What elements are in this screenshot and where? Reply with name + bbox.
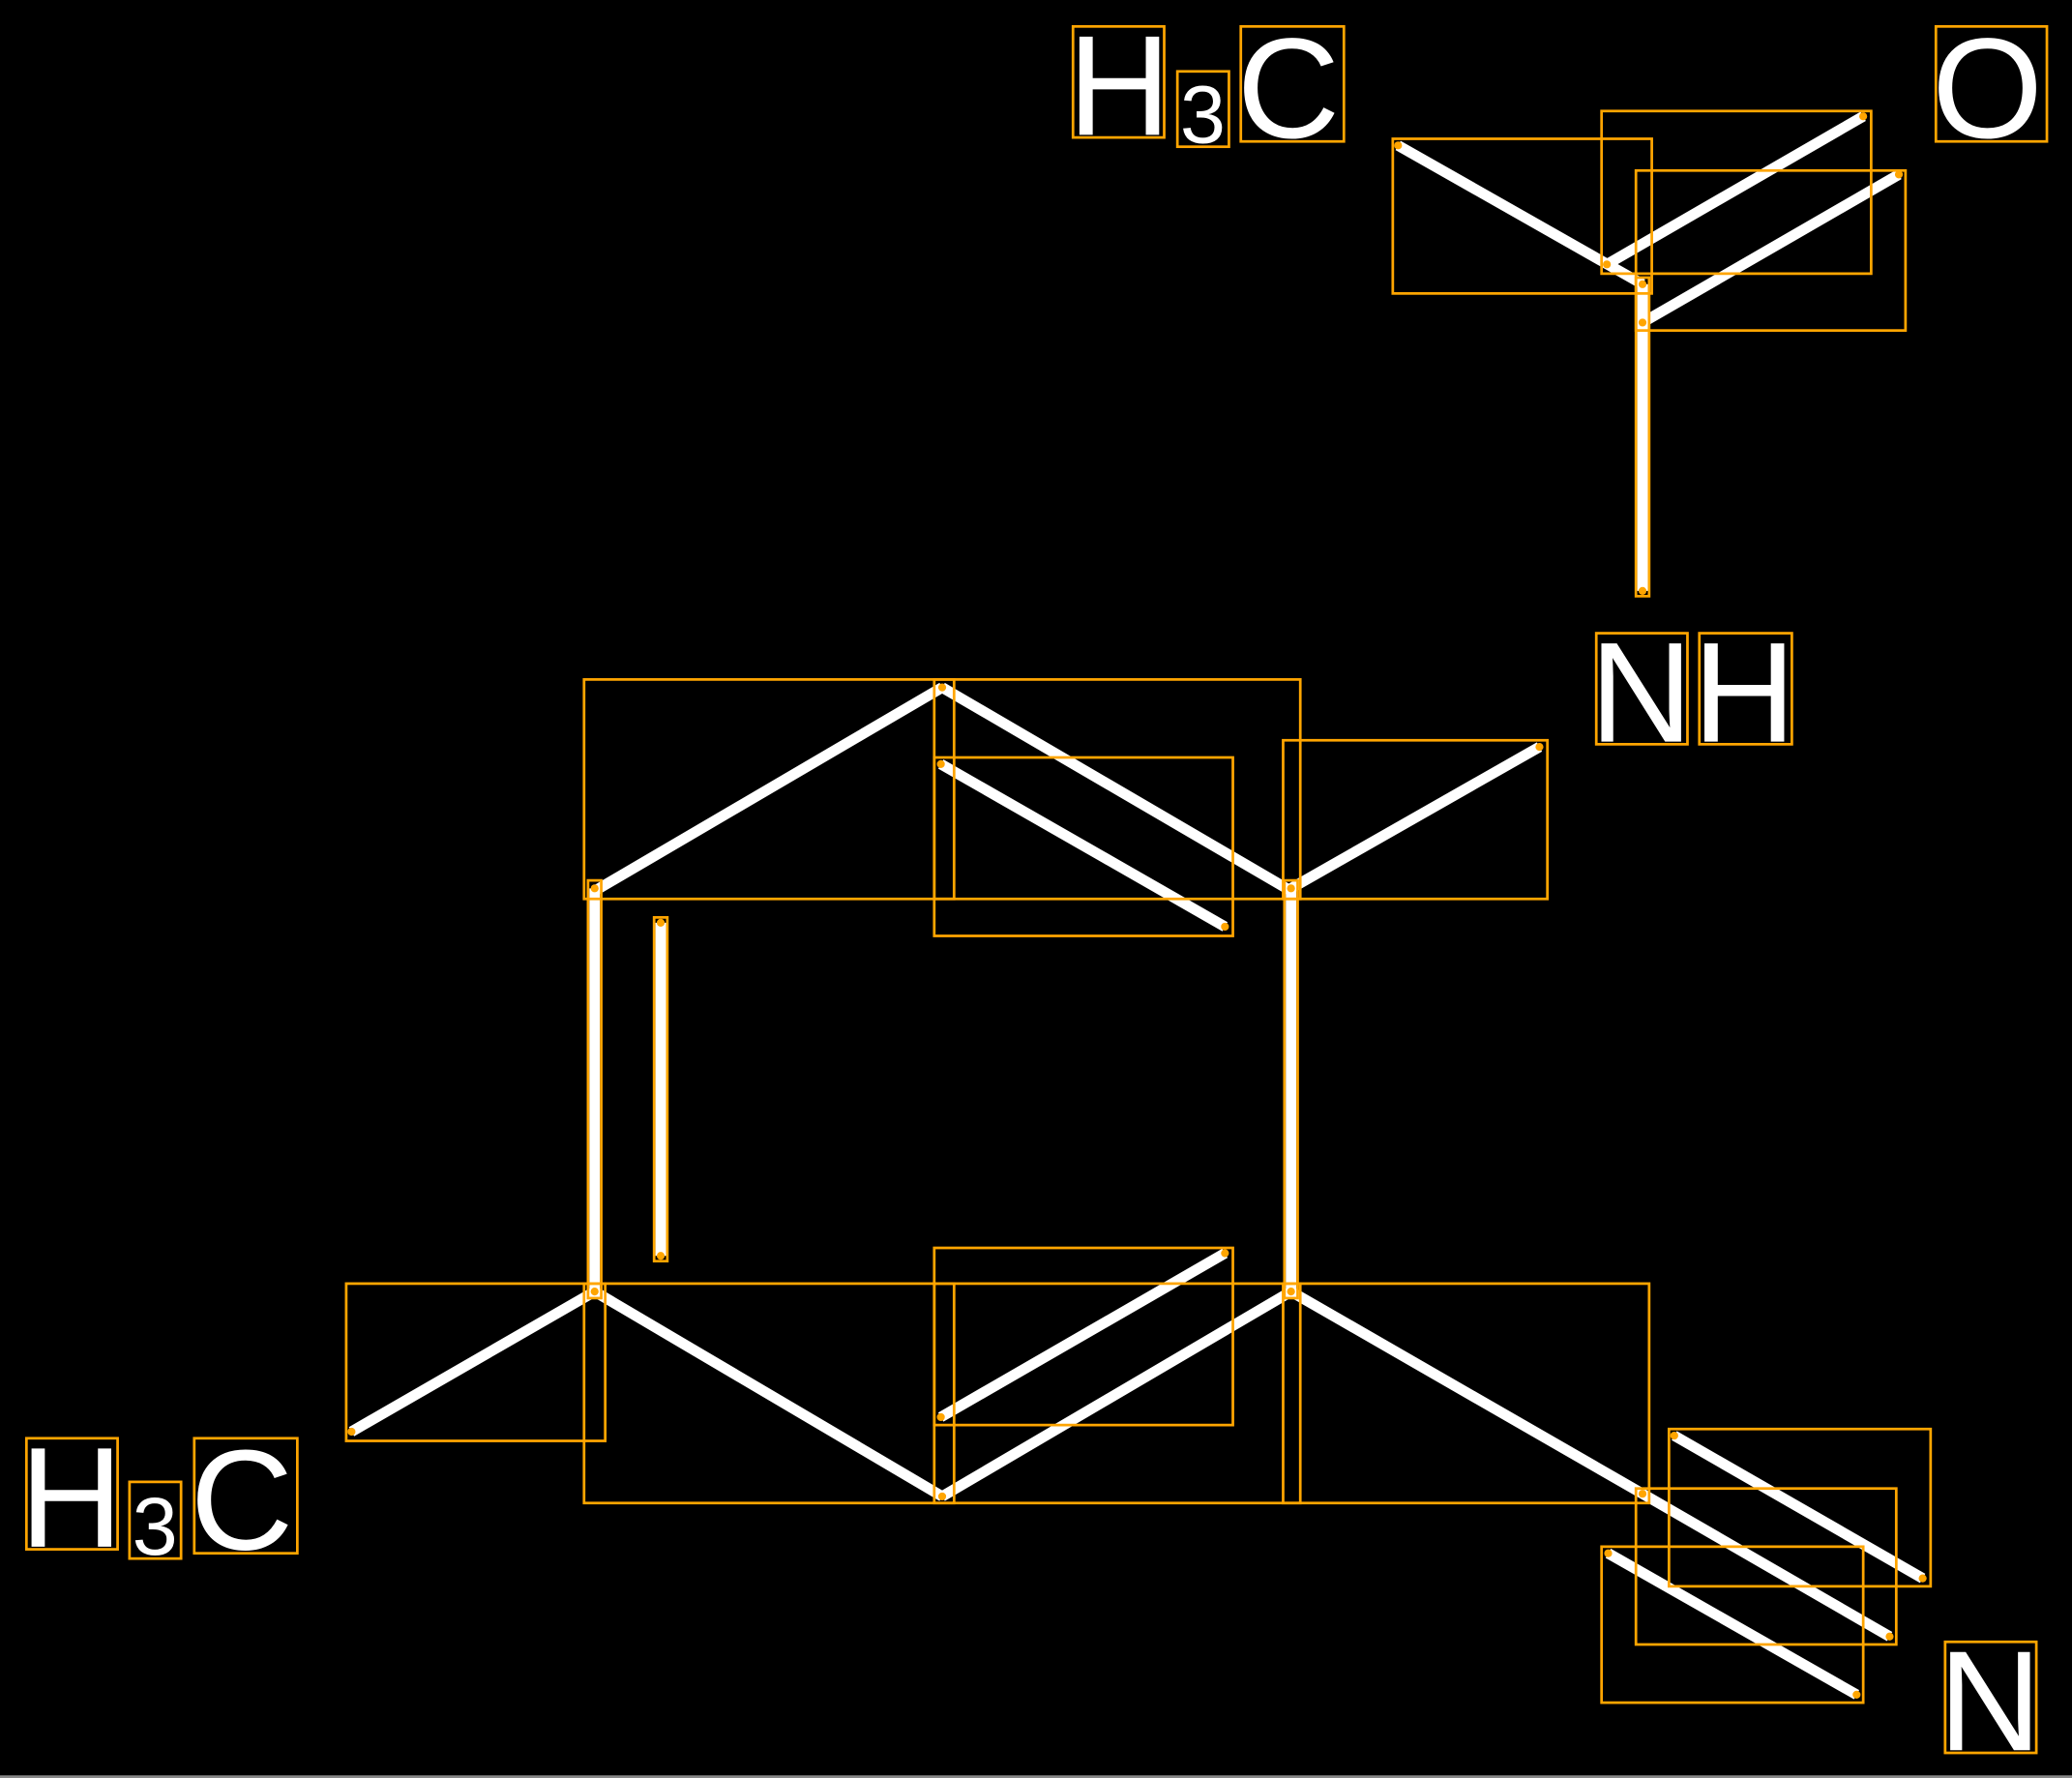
label-methyl-top-h: H — [1068, 6, 1171, 165]
bbox — [1634, 1487, 1898, 1646]
bond-ring-nh — [1288, 742, 1543, 894]
endpoint — [1604, 1549, 1613, 1557]
bbox — [24, 1437, 119, 1551]
label-oxygen: O — [1932, 9, 2043, 168]
label-amine-n: N — [1589, 613, 1693, 773]
bbox — [1943, 1640, 2038, 1755]
endpoint — [1535, 742, 1544, 752]
endpoint — [1918, 1574, 1927, 1583]
bottom-edge — [0, 1775, 2072, 1778]
bbox — [1283, 878, 1299, 1300]
endpoint — [1287, 884, 1295, 893]
endpoint — [1603, 260, 1612, 269]
bbox — [932, 756, 1234, 937]
bbox — [1600, 109, 1873, 276]
bbox — [932, 1246, 1234, 1427]
endpoint — [1885, 1632, 1894, 1641]
bbox — [1239, 24, 1346, 143]
bbox — [1698, 632, 1793, 746]
endpoint — [590, 884, 599, 893]
label-methyl-top-3: 3 — [1180, 69, 1226, 161]
endpoint — [1221, 1249, 1229, 1258]
bbox — [1071, 24, 1166, 139]
endpoint — [1894, 170, 1904, 179]
nitrile-triple-1 — [1672, 1431, 1926, 1584]
bounding-boxes — [24, 24, 2049, 1755]
bbox — [582, 678, 956, 901]
label-methyl-top-c: C — [1237, 9, 1341, 168]
endpoint — [1859, 112, 1868, 121]
endpoint — [1638, 280, 1647, 288]
endpoint — [590, 1288, 599, 1296]
endpoint — [936, 1412, 945, 1422]
nitrile-triple-2 — [1640, 1489, 1893, 1642]
label-methyl-bottom-h: H — [19, 1418, 123, 1578]
bbox — [1667, 1427, 1933, 1588]
endpoint — [347, 1427, 356, 1437]
endpoint — [1638, 586, 1647, 595]
bbox — [652, 916, 669, 1263]
endpoint — [937, 683, 947, 692]
endpoint — [1852, 1690, 1861, 1700]
ring-inner-double-bottom — [937, 1248, 1228, 1422]
bbox — [1175, 70, 1230, 149]
endpoint — [1221, 922, 1229, 932]
endpoint — [1287, 1288, 1295, 1296]
endpoint — [1638, 1490, 1647, 1498]
bbox — [586, 878, 603, 1300]
bond-ring-nitrile — [1288, 1287, 1645, 1498]
endpoint — [1638, 318, 1647, 327]
ring-bond-ll — [591, 1287, 945, 1501]
ring-bond-ul — [591, 682, 945, 896]
bbox — [1391, 137, 1653, 295]
bbox — [1634, 168, 1908, 333]
bbox — [582, 1282, 956, 1505]
bbox — [1594, 632, 1689, 746]
bbox — [344, 1282, 607, 1442]
label-nitrile-n: N — [1939, 1621, 2042, 1778]
label-methyl-bottom-c: C — [191, 1421, 294, 1581]
bond-endpoints — [347, 112, 1927, 1700]
bbox — [1934, 24, 2049, 143]
endpoint — [1394, 141, 1403, 150]
bbox — [192, 1437, 299, 1556]
label-amine-h: H — [1693, 613, 1796, 773]
bbox — [1634, 276, 1651, 598]
label-methyl-bottom-3: 3 — [133, 1480, 178, 1572]
bbox — [1600, 1545, 1865, 1704]
endpoint — [1670, 1431, 1678, 1440]
bbox — [1282, 1282, 1651, 1505]
endpoint — [656, 918, 666, 927]
endpoint — [656, 1252, 666, 1260]
bbox — [1282, 738, 1550, 901]
bond-ring-methyl — [348, 1287, 598, 1437]
bond-carbonyl-o-1 — [1604, 111, 1866, 270]
bond-carbonyl-o-2 — [1640, 169, 1902, 328]
bbox — [128, 1480, 183, 1560]
endpoint — [936, 759, 945, 768]
nitrile-triple-3 — [1605, 1548, 1860, 1700]
endpoint — [937, 1492, 947, 1501]
